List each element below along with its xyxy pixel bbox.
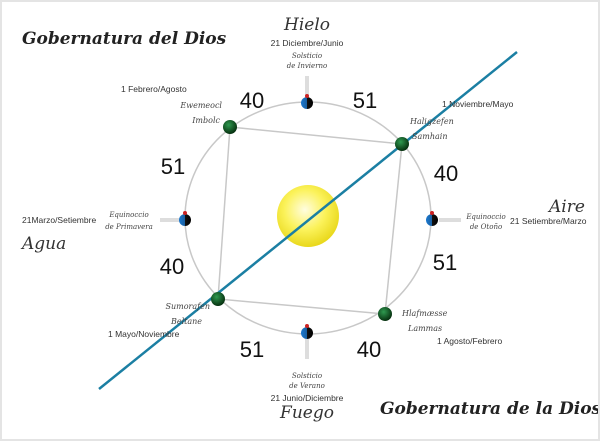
autumn-equinox-date: 21 Setiembre/Marzo	[510, 216, 587, 226]
imbolc-date: 1 Febrero/Agosto	[121, 84, 187, 94]
autumn-stem	[439, 218, 461, 222]
samhain-date: 1 Noviembre/Mayo	[442, 99, 514, 109]
samhain-node	[395, 137, 409, 151]
autumn-equinox-label2: de Otoño	[470, 223, 502, 231]
imbolc-name: Ewemeocl	[179, 101, 222, 110]
solstice-markers	[179, 94, 438, 339]
arc-number: 40	[434, 161, 458, 186]
lammas-name: Hlafmæsse	[401, 309, 448, 318]
winter-stem	[305, 76, 309, 96]
spring-equinox-marker	[179, 214, 191, 226]
lammas-celtic-name: Lammas	[407, 324, 442, 333]
marker-tip	[305, 94, 309, 98]
winter-solstice-date: 21 Diciembre/Junio	[271, 38, 344, 48]
spring-equinox-date: 21Marzo/Setiembre	[22, 215, 96, 225]
beltane-node	[211, 292, 225, 306]
arc-number: 51	[433, 250, 457, 275]
marker-tip	[305, 324, 309, 328]
imbolc-node	[223, 120, 237, 134]
arc-number: 51	[161, 154, 185, 179]
summer-solstice-label: Solsticio	[292, 372, 322, 380]
beltane-name: Sumorafen	[166, 302, 210, 311]
lammas-node	[378, 307, 392, 321]
element-west: Agua	[20, 234, 66, 254]
god-title: Gobernatura del Dios	[22, 29, 227, 49]
marker-tip	[183, 211, 187, 215]
imbolc-celtic-name: Imbolc	[191, 116, 220, 125]
arc-number: 51	[240, 337, 264, 362]
beltane-celtic-name: Beltane	[170, 317, 202, 326]
goddess-title: Gobernatura de la Diosa	[380, 399, 600, 419]
spring-equinox-label2: de Primavera	[105, 223, 153, 231]
spring-stem	[160, 218, 182, 222]
axis-line	[98, 51, 518, 390]
summer-solstice-marker	[301, 327, 313, 339]
winter-solstice-label: Solsticio	[292, 52, 322, 60]
samhain-name: Haligzefen	[409, 117, 454, 126]
arc-number: 40	[160, 254, 184, 279]
summer-solstice-date: 21 Junio/Diciembre	[271, 393, 344, 403]
cross-quarter-nodes	[211, 120, 409, 321]
samhain-celtic-name: Samhain	[412, 132, 447, 141]
autumn-equinox-label: Equinoccio	[465, 213, 505, 221]
winter-solstice-marker	[301, 97, 313, 109]
marker-tip	[430, 211, 434, 215]
autumn-equinox-marker	[426, 214, 438, 226]
lammas-date: 1 Agosto/Febrero	[437, 336, 502, 346]
element-south: Fuego	[279, 403, 334, 423]
arc-number: 51	[353, 88, 377, 113]
element-east: Aire	[547, 197, 585, 217]
summer-stem	[305, 339, 309, 359]
winter-solstice-label2: de Invierno	[287, 62, 328, 70]
spring-equinox-label: Equinoccio	[108, 211, 148, 219]
arc-number: 40	[357, 337, 381, 362]
element-north: Hielo	[283, 15, 330, 35]
beltane-date: 1 Mayo/Noviembre	[108, 329, 180, 339]
arc-number: 40	[240, 88, 264, 113]
summer-solstice-label2: de Verano	[289, 382, 325, 390]
